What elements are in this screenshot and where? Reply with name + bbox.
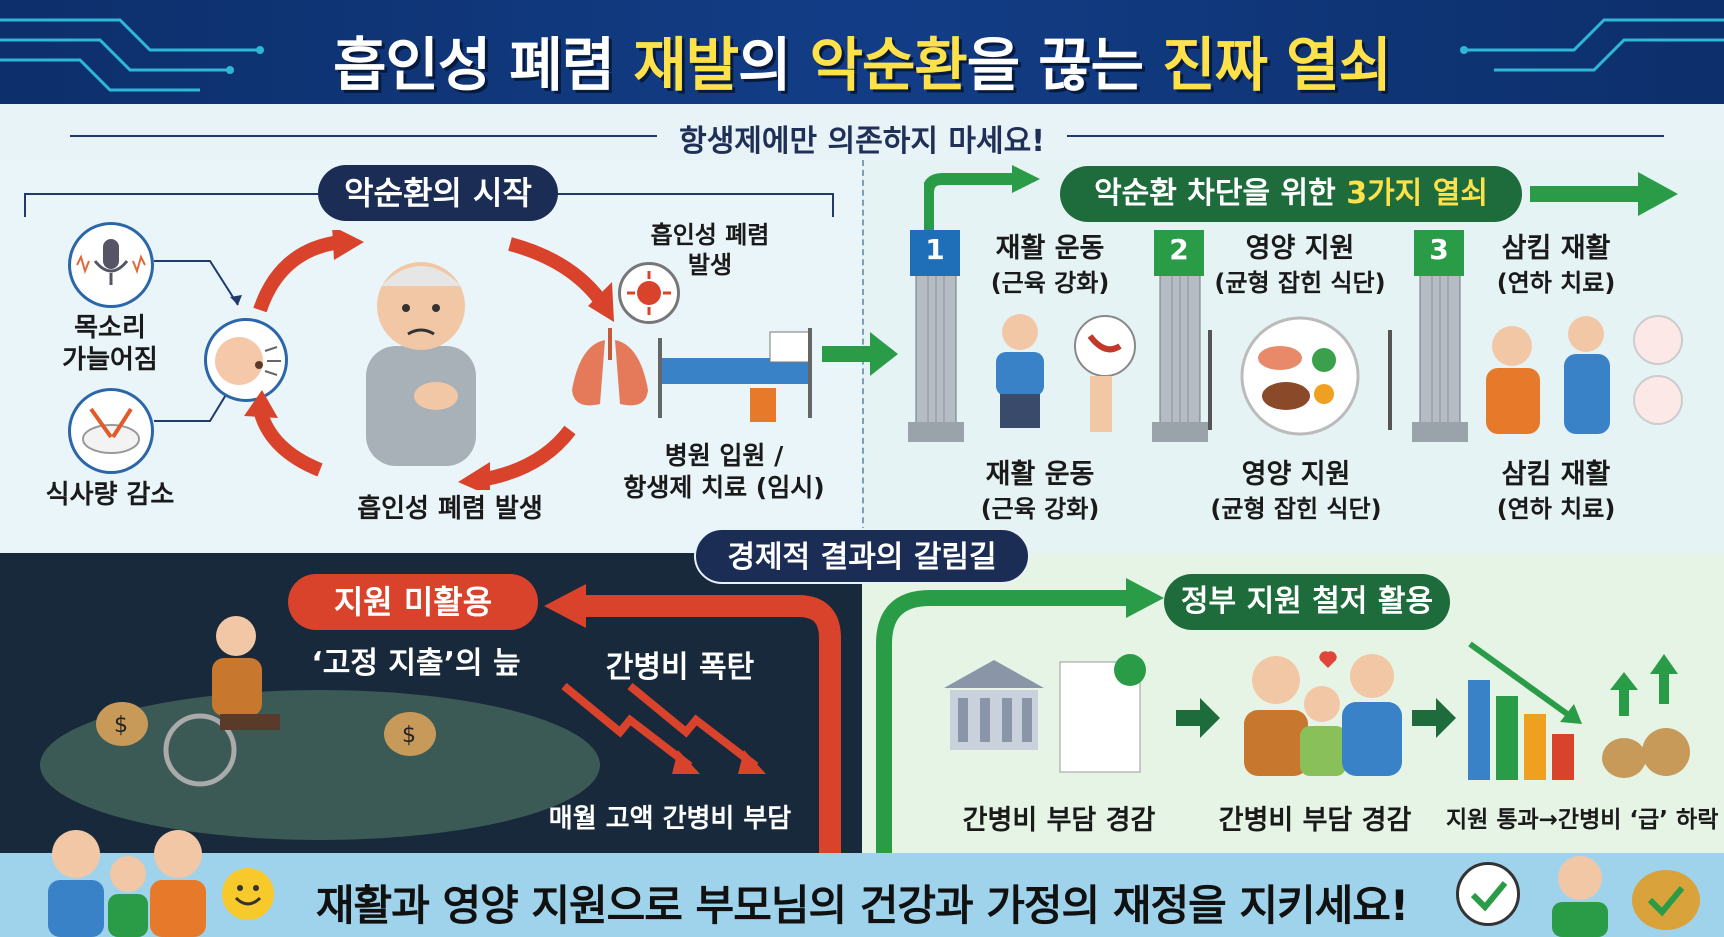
money-bag-check-icon: [1626, 848, 1706, 932]
subtitle: 항생제에만 의존하지 마세요!: [0, 116, 1724, 160]
circuit-decoration-right: [1460, 18, 1724, 72]
wheelchair-elder-illustration: [140, 610, 320, 790]
pillar-2-bottom-label: 영양 지원(균형 잡힌 식단): [1210, 459, 1382, 523]
monthly-burden-label: 매월 고액 간병비 부담: [548, 804, 792, 834]
pillar-3-number: 3: [1414, 230, 1464, 276]
family-illustration: [1230, 640, 1410, 780]
green-arrow-left: [924, 165, 1040, 231]
pillar-1-title: 재활 운동(근육 강화): [990, 233, 1110, 297]
checkmark-icon: [1456, 862, 1520, 926]
pillar-2-title: 영양 지원(균형 잡힌 식단): [1214, 233, 1386, 297]
red-return-arrow: [544, 584, 841, 858]
smile-icon: [222, 868, 274, 920]
care-cost-bomb-label: 간병비 폭탄: [605, 650, 755, 685]
swamp-label: ‘고정 지출’의 늪: [311, 646, 521, 681]
cycle-heading: 악순환의 시작: [318, 165, 558, 221]
pillar-1-number: 1: [910, 230, 960, 276]
cost-decline-chart-icon: [1460, 640, 1700, 790]
green-up-arrow: [876, 578, 1164, 854]
family-footer-illustration: [30, 820, 220, 937]
pillar-3-title: 삼킴 재활(연하 치료): [1496, 233, 1616, 297]
svg-text:$: $: [402, 723, 416, 748]
government-document-illustration: [934, 648, 1154, 778]
green-arrow-right: [1530, 172, 1678, 216]
arrow-right-2: [1412, 698, 1456, 738]
falling-arrows: [561, 682, 766, 774]
relief-label-3: 지원 통과→간병비 ‘급’ 하락: [1446, 807, 1719, 833]
microphone-icon: [68, 222, 154, 308]
footer-banner: [0, 853, 1724, 937]
cycle-arrows: [244, 230, 614, 490]
page-title: 흡인성 폐렴 재발의 악순환을 끊는 진짜 열쇠: [333, 31, 1392, 99]
pillar-2: [1150, 234, 1210, 444]
money-bag-icon-2: $: [380, 692, 440, 758]
arrow-right-1: [1176, 698, 1220, 738]
keys-heading: 악순환 차단을 위한 3가지 열쇠: [1060, 166, 1522, 222]
pillar-1: [906, 234, 966, 444]
relief-label-1: 간병비 부담 경감: [962, 805, 1156, 836]
swallowing-therapy-illustration: [1476, 310, 1686, 440]
pillar-2-number: 2: [1154, 230, 1204, 276]
no-support-heading: 지원 미활용: [288, 574, 538, 630]
hospital-label: 병원 입원 /항생제 치료 (임시): [623, 441, 825, 502]
pillar-1-bottom-label: 재활 운동(근육 강화): [980, 459, 1100, 523]
header-banner: 흡인성 폐렴 재발의 악순환을 끊는 진짜 열쇠: [0, 0, 1724, 104]
relief-label-2: 간병비 부담 경감: [1218, 805, 1412, 836]
pillar-3-bottom-label: 삼킴 재활(연하 치료): [1496, 459, 1616, 523]
circuit-decoration-left: [0, 18, 264, 92]
hospital-bed-icon: [650, 308, 820, 428]
sick-elderly-man-illustration: [336, 236, 506, 466]
pneumonia-bottom-label: 흡인성 폐렴 발생: [357, 494, 543, 524]
balanced-meal-illustration: [1200, 310, 1400, 440]
plate-icon: [68, 388, 154, 474]
green-arrow-to-keys: [822, 332, 898, 376]
money-bag-icon: $: [92, 682, 152, 748]
footer-message: 재활과 영양 지원으로 부모님의 건강과 가정의 재정을 지키세요!: [315, 881, 1409, 930]
lungs-icon: [560, 320, 660, 420]
svg-text:$: $: [114, 713, 128, 738]
intake-label: 식사량 감소: [45, 480, 175, 510]
coughing-face-icon: [204, 318, 288, 402]
virus-icon: [618, 262, 680, 324]
pillar-3: [1410, 234, 1470, 444]
full-support-heading: 정부 지원 철저 활용: [1164, 574, 1450, 630]
economy-heading: 경제적 결과의 갈림길: [694, 528, 1030, 584]
exercise-illustration: [970, 306, 1140, 436]
elderly-man-footer-icon: [1540, 848, 1620, 937]
